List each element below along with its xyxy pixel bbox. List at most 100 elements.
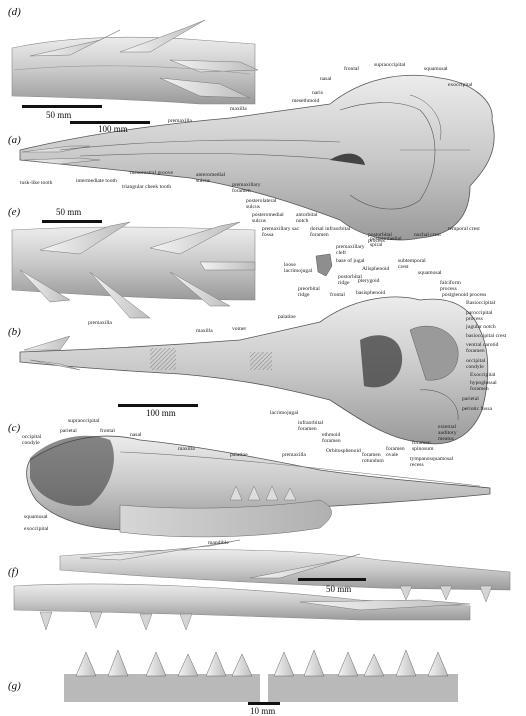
panel-label-e: (e): [8, 206, 21, 218]
label-a-triangular-cheek-tooth: triangular cheek tooth: [122, 184, 172, 190]
scale-label-b: 100 mm: [146, 408, 176, 418]
label-c-frontal: frontal: [100, 428, 115, 434]
label-a-mesethmoid: mesethmoid: [292, 98, 320, 104]
label-b-posteromedial-spiral: posteromedial spiral: [370, 236, 402, 248]
scale-label-d: 50 mm: [46, 110, 72, 120]
panel-label-g: (g): [8, 680, 21, 692]
scale-bar-d: [22, 105, 102, 108]
scale-label-e: 50 mm: [56, 207, 82, 217]
label-a-postorbital-process: postorbital process: [368, 232, 392, 244]
label-c-squamosal: squamosal: [24, 514, 48, 520]
label-c-maxilla: maxilla: [178, 446, 195, 452]
label-a-maxilla: maxilla: [230, 106, 247, 112]
scale-bar-a: [70, 121, 150, 124]
label-c-premaxilla: premaxilla: [282, 452, 306, 458]
label-b-maxilla: maxilla: [196, 328, 213, 334]
label-a-posterolateral-sulcus: posterolateral sulcus: [246, 198, 277, 210]
label-c-palatine: palatine: [230, 452, 248, 458]
label-a-premaxillary-sac-fossa: premaxillary sac fossa: [262, 226, 300, 238]
panel-label-a: (a): [8, 134, 21, 146]
label-b-basisphenoid: basisphenoid: [356, 290, 386, 296]
label-b-foramen-spinosum: foramen spinosum: [412, 440, 434, 452]
label-b-postorbital-ridge: postorbital ridge: [338, 274, 362, 286]
label-a-premaxillary-foramen: premaxillary foramen: [232, 182, 261, 194]
scale-label-f: 50 mm: [326, 584, 352, 594]
panel-label-b: (b): [8, 326, 21, 338]
label-a-exoccipital: exoccipital: [448, 82, 473, 88]
label-c-parietal: parietal: [60, 428, 77, 434]
label-b-vomer: vomer: [232, 326, 247, 332]
label-b-premaxilla: premaxilla: [88, 320, 112, 326]
label-b-paroccipital-process: paroccipital process: [466, 310, 493, 322]
label-b-foramen-rotundum: foramen rotundum: [362, 452, 384, 464]
label-b-basioccipital-crest: basioccipital crest: [466, 333, 507, 339]
label-b-lacrimojugal: lacrimojugal: [270, 410, 299, 416]
label-a-supraoccipital: supraoccipital: [374, 62, 406, 68]
panel-label-d: (d): [8, 6, 21, 18]
label-b-pterygoid: pterygoid: [358, 278, 380, 284]
scale-label-g: 10 mm: [250, 706, 276, 716]
label-a-tusk-like-tooth: tusk-like tooth: [20, 180, 53, 186]
label-b-infraorbital-foramen: infraorbital foramen: [298, 420, 324, 432]
label-a-temporal-crest: temporal crest: [448, 226, 480, 232]
label-b-ethmoid-foramen: ethmoid foramen: [322, 432, 341, 444]
label-a-antorbital-notch: antorbital notch: [296, 212, 318, 224]
label-b-external-auditory-meatus: external auditory meatus: [438, 424, 457, 442]
panel-label-f: (f): [8, 566, 19, 578]
panel-g-photo: [64, 649, 458, 702]
panel-a-drawing: [19, 74, 495, 241]
label-b-ventral-carotid-foramen: ventral carotid foramen: [466, 342, 499, 354]
label-c-mandible: mandible: [208, 540, 229, 546]
label-a-anteromedial-sulcus: anteromedial sulcus: [196, 172, 226, 184]
panel-d-photo: [11, 19, 259, 105]
label-b-basioccipital: Basioccipital: [466, 300, 496, 306]
label-b-squamosal: squamosal: [418, 270, 442, 276]
label-a-nasal: nasal: [320, 76, 332, 82]
label-b-parietal: parietal: [462, 396, 479, 402]
scale-bar-b: [118, 404, 198, 407]
scale-label-a: 100 mm: [98, 124, 128, 134]
label-b-postglenoid-process: postglenoid process: [442, 292, 487, 298]
label-b-alisphenoid: Alisphenoid: [362, 266, 390, 272]
scale-bar-g: [248, 702, 280, 705]
scale-bar-e: [42, 220, 102, 223]
label-a-dorsal-infraorbital-foramen: dorsal infraorbital foramen: [310, 226, 351, 238]
label-b-base-of-jugal: base of jugal: [336, 258, 365, 264]
label-c-occipital-condyle: occipital condyle: [22, 434, 42, 446]
label-b-jugular-notch: jugular notch: [466, 324, 496, 330]
label-a-premaxilla: premaxilla: [168, 118, 192, 124]
loose-lacrimojugal-fragment: [315, 253, 333, 277]
label-b-hypoglossal-foramen: hypoglossal foramen: [470, 380, 497, 392]
label-b-occipital-condyle: occipital condyle: [466, 358, 486, 370]
panel-label-c: (c): [8, 422, 21, 434]
label-b-tympanosquamosal-recess: tympanosquamosal recess: [410, 456, 454, 468]
label-c-supraoccipital: supraoccipital: [68, 418, 100, 424]
label-b-orbitosphenoid: Orbitosphenoid: [326, 448, 361, 454]
panel-c-drawing: [26, 435, 491, 538]
label-c-nasal: nasal: [130, 432, 142, 438]
label-b-exoccipital: Exoccipital: [470, 372, 496, 378]
panel-e-photo: [11, 221, 256, 319]
label-a-frontal: frontal: [344, 66, 359, 72]
label-a-intermediate-tooth: intermediate tooth: [76, 178, 117, 184]
label-a-squamosal: squamosal: [424, 66, 448, 72]
label-b-premaxillary-cleft: premaxillary cleft: [336, 244, 365, 256]
label-b-periotic-fossa: periotic fossa: [462, 406, 492, 412]
panel-f-photo: [13, 539, 511, 631]
label-b-preorbital-ridge: preorbital ridge: [298, 286, 320, 298]
label-c-exoccipital: exoccipital: [24, 526, 49, 532]
label-a-nuchal-crest: nuchal crest: [414, 232, 441, 238]
label-b-frontal: frontal: [330, 292, 345, 298]
label-b-palatine: palatine: [278, 314, 296, 320]
panel-b-drawing: [19, 296, 489, 445]
label-b-falciform-process: falciform process: [440, 280, 461, 292]
label-b-subtemporal-crest: subtemporal crest: [398, 258, 426, 270]
label-a-naris: naris: [312, 90, 323, 96]
label-a-posteromedial-sulcus: posteromedial sulcus: [252, 212, 284, 224]
label-b-loose-lacrimojugal: loose lacrimojugal: [284, 262, 313, 274]
scale-bar-f: [298, 578, 366, 581]
label-b-foramen-ovale: foramen ovale: [386, 446, 405, 458]
label-a-mesorostral-groove: mesorostral groove: [130, 170, 174, 176]
